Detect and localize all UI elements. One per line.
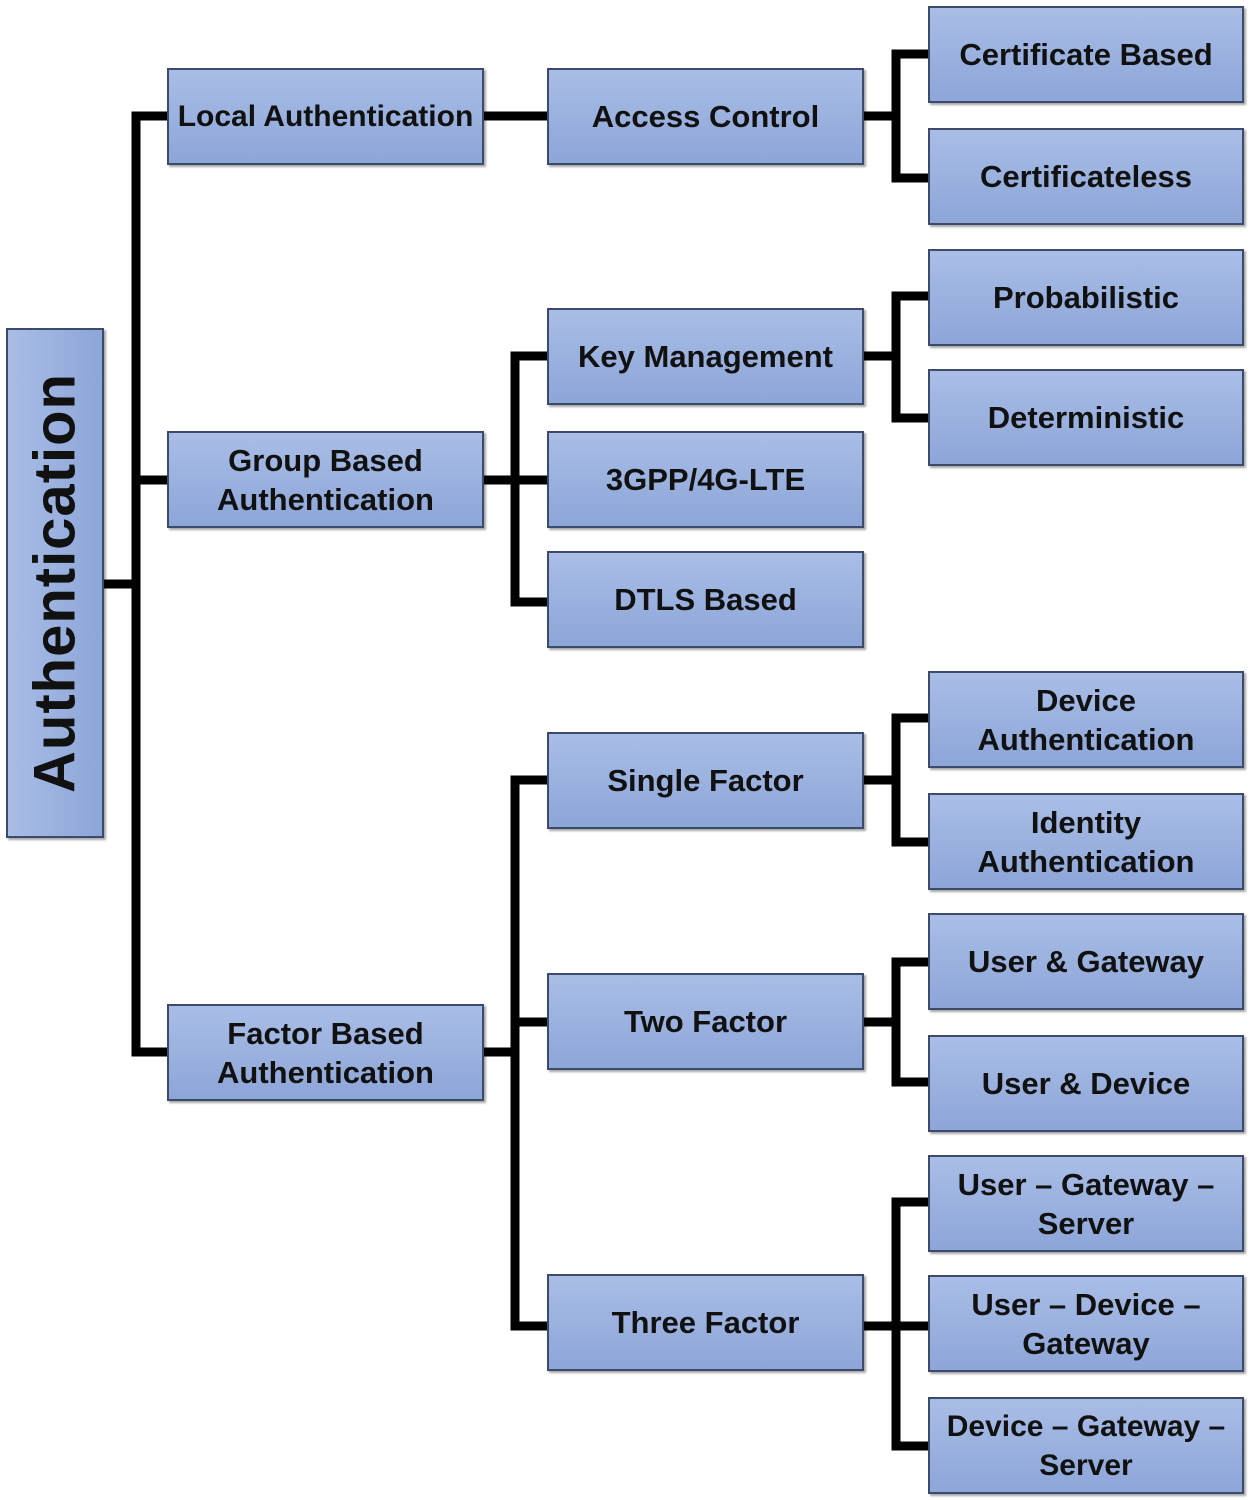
node-dtls-based: DTLS Based	[547, 551, 864, 648]
root-label: Authentication	[22, 373, 88, 793]
node-device-gateway-server: Device – Gateway – Server	[928, 1397, 1244, 1494]
root-node-authentication: Authentication	[6, 328, 104, 838]
node-probabilistic: Probabilistic	[928, 249, 1244, 346]
node-deterministic: Deterministic	[928, 369, 1244, 466]
node-user-gateway-server: User – Gateway – Server	[928, 1155, 1244, 1252]
node-3gpp-4g-lte: 3GPP/4G-LTE	[547, 431, 864, 528]
node-user-and-device: User & Device	[928, 1035, 1244, 1132]
node-certificate-based: Certificate Based	[928, 6, 1244, 103]
node-key-management: Key Management	[547, 308, 864, 405]
node-single-factor: Single Factor	[547, 732, 864, 829]
node-access-control: Access Control	[547, 68, 864, 165]
node-three-factor: Three Factor	[547, 1274, 864, 1371]
node-local-authentication: Local Authentication	[167, 68, 484, 165]
node-device-authentication: Device Authentication	[928, 671, 1244, 768]
node-group-based-authentication: Group Based Authentication	[167, 431, 484, 528]
node-two-factor: Two Factor	[547, 973, 864, 1070]
node-user-and-gateway: User & Gateway	[928, 913, 1244, 1010]
node-certificateless: Certificateless	[928, 128, 1244, 225]
node-factor-based-authentication: Factor Based Authentication	[167, 1004, 484, 1101]
node-user-device-gateway: User – Device – Gateway	[928, 1275, 1244, 1372]
node-identity-authentication: Identity Authentication	[928, 793, 1244, 890]
